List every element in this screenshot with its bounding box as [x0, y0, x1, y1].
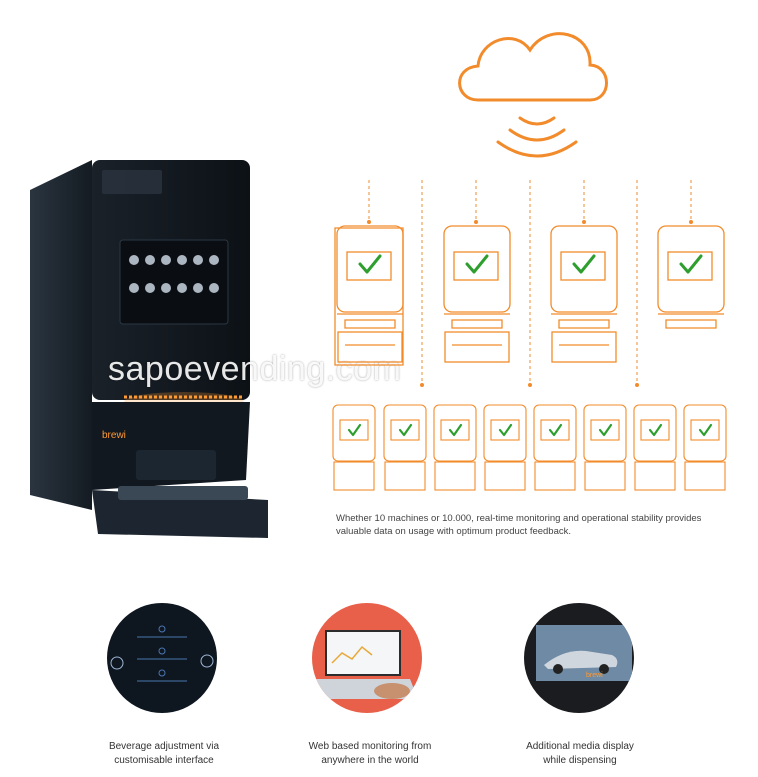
caption-line: anywhere in the world — [321, 755, 419, 766]
watermark-text: sapoevending.com — [108, 350, 402, 388]
feature-caption-monitoring: Web based monitoring from anywhere in th… — [290, 740, 450, 768]
machine-outline-small — [583, 404, 627, 491]
machine-outline-small — [383, 404, 427, 491]
feature-image-laptop — [312, 603, 422, 713]
monitoring-description: Whether 10 machines or 10.000, real-time… — [336, 512, 736, 538]
machine-outline-small — [332, 404, 376, 491]
caption-line: customisable interface — [114, 755, 214, 766]
feature-caption-media: Additional media display while dispensin… — [500, 740, 660, 768]
machine-outline-large — [443, 225, 511, 363]
caption-line: while dispensing — [543, 755, 617, 766]
machine-outline-small — [533, 404, 577, 491]
feature-image-media-display: brewi — [524, 603, 634, 713]
check-icon — [358, 254, 382, 274]
coffee-machine-image: brewi — [30, 160, 268, 538]
brand-logo: brewi — [102, 430, 126, 441]
brand-logo: brewi — [586, 672, 603, 679]
check-icon — [498, 423, 513, 437]
machine-outline-small — [433, 404, 477, 491]
check-icon — [465, 254, 489, 274]
feature-image-interface — [107, 603, 217, 713]
feature-caption-interface: Beverage adjustment via customisable int… — [84, 740, 244, 768]
machine-outline-small — [683, 404, 727, 491]
description-line: valuable data on usage with optimum prod… — [336, 526, 572, 537]
machine-outline-large — [657, 225, 725, 329]
caption-line: Beverage adjustment via — [108, 741, 220, 752]
wifi-signal-icon — [496, 116, 578, 158]
machine-outline-large — [334, 225, 404, 366]
check-icon — [698, 423, 713, 437]
network-diagram — [332, 32, 727, 491]
check-icon — [679, 254, 703, 274]
check-icon — [598, 423, 613, 437]
check-icon — [648, 423, 663, 437]
description-line: Whether 10 machines or 10.000, real-time… — [336, 513, 702, 524]
check-icon — [398, 423, 413, 437]
check-icon — [347, 423, 362, 437]
cloud-icon — [458, 32, 608, 102]
check-icon — [448, 423, 463, 437]
caption-line: Web based monitoring from — [308, 741, 432, 752]
caption-line: Additional media display — [526, 741, 634, 752]
machine-outline-small — [633, 404, 677, 491]
check-icon — [572, 254, 596, 274]
machine-outline-large — [550, 225, 618, 363]
check-icon — [548, 423, 563, 437]
machine-outline-small — [483, 404, 527, 491]
